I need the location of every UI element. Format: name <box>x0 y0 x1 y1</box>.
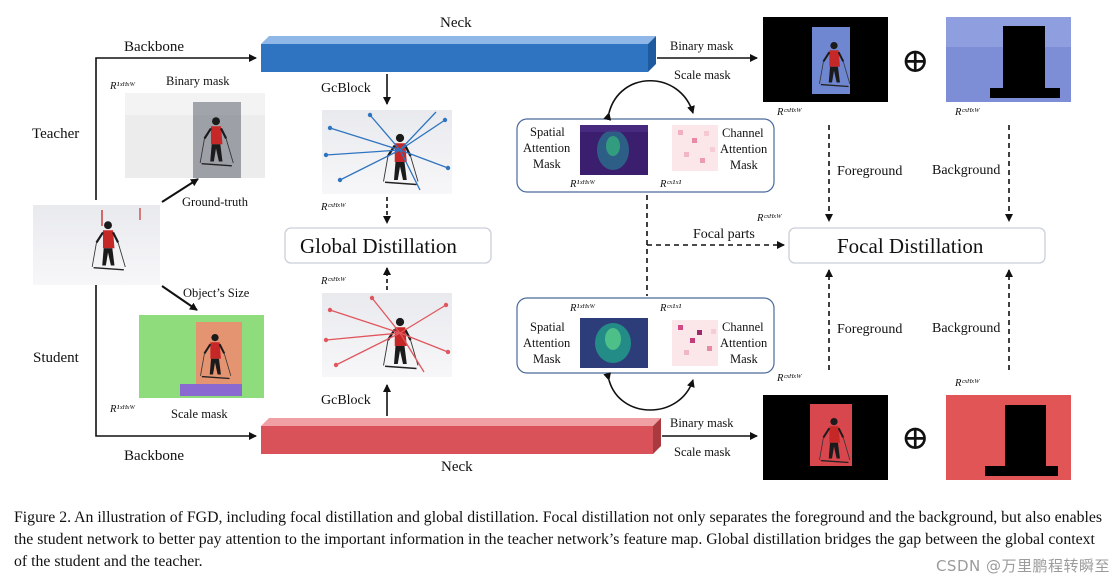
global-distillation-box <box>284 227 492 264</box>
teacher-binary-mask-image <box>125 93 265 178</box>
focal-distillation-box <box>788 227 1046 264</box>
gcblock-label-bottom: GcBlock <box>321 393 371 408</box>
mask-label-3: Mask <box>533 352 562 366</box>
student-background-image <box>946 395 1071 480</box>
spatial-label-1: Spatial <box>530 125 565 139</box>
student-neck-block <box>261 418 661 454</box>
attention-label-1: Attention <box>523 141 571 155</box>
oplus-top: ⊕ <box>901 43 930 80</box>
ground-truth-label: Ground-truth <box>182 195 249 209</box>
foreground-label-bottom: Foreground <box>837 322 902 337</box>
background-label-top: Background <box>932 163 1000 178</box>
teacher-neck-block <box>261 36 656 72</box>
student-foreground-image <box>763 395 888 480</box>
r-chw-teacher-fg: Rᶜˣᴴˣᵂ <box>776 107 803 118</box>
mask-label-1: Mask <box>533 157 562 171</box>
curved-arrow-bottom <box>603 372 695 411</box>
teacher-spatial-attention-map <box>580 125 648 175</box>
attention-label-3: Attention <box>523 336 571 350</box>
r-1hw-attn-bottom: R¹ˣᴴˣᵂ <box>569 303 596 314</box>
r-1hw-student: R¹ˣᴴˣᵂ <box>109 404 136 415</box>
global-distillation-label: Global Distillation <box>300 234 457 258</box>
channel-label-1: Channel <box>722 126 764 140</box>
r-chw-teacher-bg: Rᶜˣᴴˣᵂ <box>954 107 981 118</box>
watermark: CSDN @万里鹏程转瞬至 <box>935 557 1110 575</box>
r-chw-gc-bottom: Rᶜˣᴴˣᵂ <box>320 276 347 287</box>
scale-mask-bottom-label: Scale mask <box>674 445 731 459</box>
objects-size-arrow <box>161 285 198 311</box>
binary-mask-bottom-label: Binary mask <box>670 416 734 430</box>
r-1hw-teacher: R¹ˣᴴˣᵂ <box>109 81 136 92</box>
teacher-label: Teacher <box>32 126 79 142</box>
fgd-figure: Neck Neck Backbone Backbone Teacher Stud… <box>32 15 1071 480</box>
student-backbone-arrow <box>95 262 257 440</box>
scale-mask-small-label: Scale mask <box>171 407 228 421</box>
r-chw-gc-top: Rᶜˣᴴˣᵂ <box>320 202 347 213</box>
mask-label-2: Mask <box>730 158 759 172</box>
oplus-bottom: ⊕ <box>901 420 930 457</box>
mask-label-4: Mask <box>730 352 759 366</box>
neck-label-top: Neck <box>440 15 472 31</box>
curved-arrow-top <box>603 80 695 121</box>
r-chw-student-fg: Rᶜˣᴴˣᵂ <box>776 373 803 384</box>
backbone-label-bottom: Backbone <box>124 448 184 464</box>
focal-distillation-label: Focal Distillation <box>837 234 984 258</box>
figure-caption: Figure 2. An illustration of FGD, includ… <box>14 509 1103 570</box>
attention-label-4: Attention <box>720 336 768 350</box>
objects-size-label: Object’s Size <box>183 286 250 300</box>
neck-label-bottom: Neck <box>441 459 473 475</box>
student-label: Student <box>33 350 80 366</box>
r-1hw-attn-top: R¹ˣᴴˣᵂ <box>569 179 596 190</box>
r-c11-attn-top: Rᶜˣ¹ˣ¹ <box>659 179 681 190</box>
student-spatial-attention-map <box>580 318 648 368</box>
teacher-context-image <box>322 110 452 194</box>
focal-parts-label: Focal parts <box>693 227 755 242</box>
teacher-foreground-image <box>763 17 888 102</box>
student-channel-attention-map <box>672 320 718 366</box>
teacher-backbone-arrow <box>95 54 257 200</box>
attention-label-2: Attention <box>720 142 768 156</box>
binary-mask-small-label: Binary mask <box>166 74 230 88</box>
student-context-image <box>322 293 452 377</box>
backbone-label-top: Backbone <box>124 39 184 55</box>
student-scale-mask-image <box>139 315 264 398</box>
binary-mask-top-label: Binary mask <box>670 39 734 53</box>
teacher-background-image <box>946 17 1071 102</box>
gcblock-label-top: GcBlock <box>321 81 371 96</box>
teacher-channel-attention-map <box>672 125 718 171</box>
foreground-label-top: Foreground <box>837 164 902 179</box>
background-label-bottom: Background <box>932 321 1000 336</box>
input-image <box>33 205 160 285</box>
ground-truth-arrow <box>161 178 199 203</box>
r-c11-attn-bottom: Rᶜˣ¹ˣ¹ <box>659 303 681 314</box>
scale-mask-top-label: Scale mask <box>674 68 731 82</box>
spatial-label-3: Spatial <box>530 320 565 334</box>
channel-label-3: Channel <box>722 320 764 334</box>
r-chw-student-bg: Rᶜˣᴴˣᵂ <box>954 378 981 389</box>
r-chw-focal: Rᶜˣᴴˣᵂ <box>756 213 783 224</box>
